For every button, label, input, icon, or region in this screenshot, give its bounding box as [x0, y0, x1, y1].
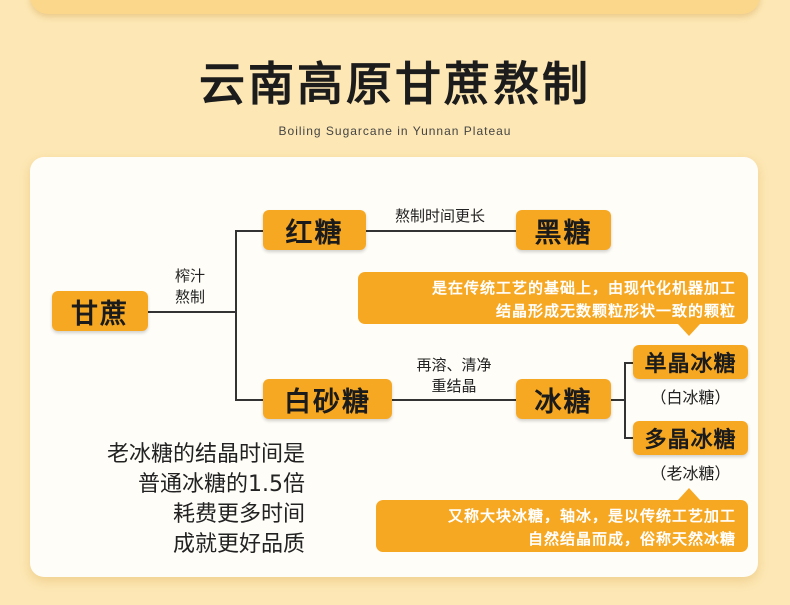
label-recrystallize: 再溶、清净 重结晶: [395, 355, 513, 397]
node-rock-sugar: 冰糖: [516, 379, 611, 419]
note-single-line1: 是在传统工艺的基础上，由现代化机器加工: [431, 279, 736, 297]
page-title: 云南高原甘蔗熬制: [199, 57, 591, 111]
label-recrystal: 重结晶: [431, 377, 477, 395]
node-multi-crystal: 多晶冰糖: [633, 421, 748, 455]
connector-rock-out: [611, 399, 625, 401]
connector-rock-vertical: [624, 362, 626, 438]
label-boil: 熬制: [174, 288, 205, 306]
top-banner: [30, 0, 760, 14]
caption-white-rock-sugar: （白冰糖）: [650, 388, 731, 407]
side-line-4: 成就更好品质: [172, 532, 305, 557]
connector-to-brown: [235, 230, 263, 232]
side-description: 老冰糖的结晶时间是 普通冰糖的1.5倍 耗费更多时间 成就更好品质: [60, 440, 305, 560]
label-press: 榨汁: [174, 267, 205, 285]
caption-old-rock-sugar: （老冰糖）: [650, 464, 731, 483]
side-line-2: 普通冰糖的1.5倍: [138, 472, 305, 497]
note-multi-line1: 又称大块冰糖，轴冰，是以传统工艺加工: [447, 507, 736, 525]
connector-brown-black: [366, 230, 516, 232]
note-multi-pointer: [678, 488, 700, 500]
label-redissolve: 再溶、清净: [416, 356, 492, 374]
connector-white-rock: [392, 399, 516, 401]
side-line-1: 老冰糖的结晶时间是: [106, 442, 305, 467]
node-brown-sugar: 红糖: [263, 210, 366, 250]
node-black-sugar: 黑糖: [516, 210, 611, 250]
node-sugarcane: 甘蔗: [52, 291, 148, 331]
note-single-crystal: 是在传统工艺的基础上，由现代化机器加工 结晶形成无数颗粒形状一致的颗粒: [358, 272, 748, 324]
note-single-pointer: [678, 324, 700, 336]
note-multi-crystal: 又称大块冰糖，轴冰，是以传统工艺加工 自然结晶而成，俗称天然冰糖: [376, 500, 748, 552]
note-single-line2: 结晶形成无数颗粒形状一致的颗粒: [495, 302, 736, 320]
connector-trunk-vertical: [235, 230, 237, 400]
connector-sugarcane-out: [148, 311, 236, 313]
label-press-boil: 榨汁 熬制: [155, 266, 225, 308]
node-single-crystal: 单晶冰糖: [633, 345, 748, 379]
connector-to-white: [235, 399, 263, 401]
connector-to-single: [624, 362, 633, 364]
connector-to-multi: [624, 437, 633, 439]
label-longer-boil: 熬制时间更长: [394, 207, 485, 225]
page-subtitle: Boiling Sugarcane in Yunnan Plateau: [278, 124, 512, 138]
side-line-3: 耗费更多时间: [172, 502, 305, 527]
note-multi-line2: 自然结晶而成，俗称天然冰糖: [527, 530, 736, 548]
node-white-sugar: 白砂糖: [263, 379, 392, 419]
